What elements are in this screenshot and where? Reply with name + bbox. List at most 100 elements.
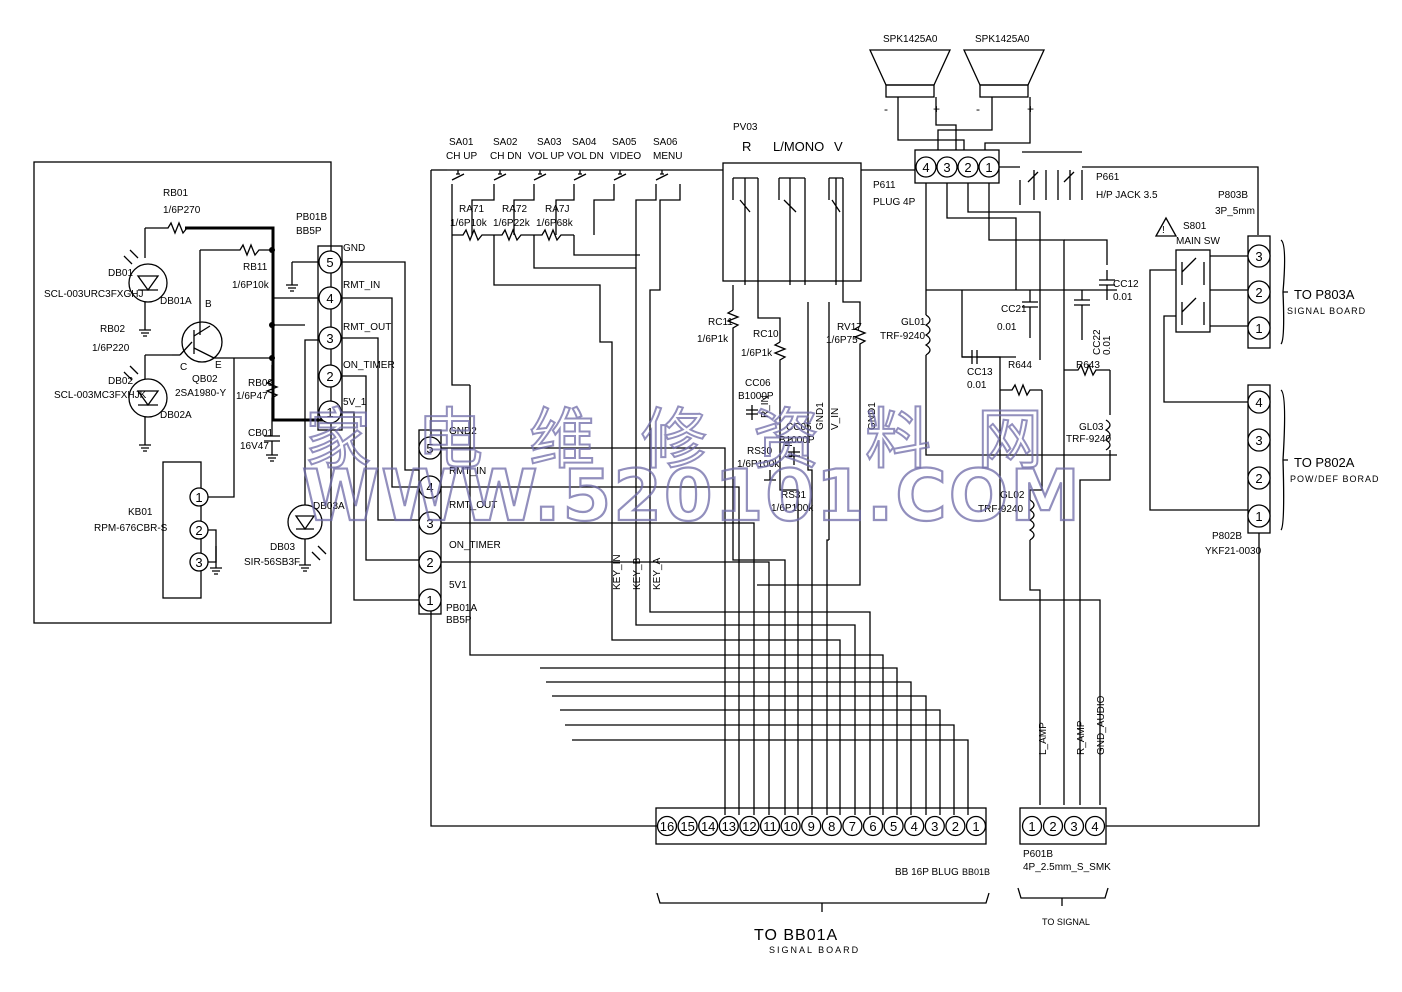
rs31-value: 1/6P100k [771, 503, 814, 514]
pb01b-type: BB5P [296, 226, 322, 237]
av-jack-section: PV03 R L/MONO V RC11 1/6P1k RC10 1/6P1k … [469, 122, 969, 815]
pb01b-sig-5v: 5V_1 [343, 397, 367, 408]
p661-ref: P661 [1096, 172, 1120, 183]
bb01b-ref: BB01B [962, 867, 990, 877]
switch-sa02: SA02 CH DN [490, 137, 522, 181]
speaker-left-magnet [885, 84, 935, 98]
bb01b-pin-16: 16 [660, 819, 674, 834]
pb01a-ref: PB01A [446, 603, 477, 614]
net-gnd-audio: GND_AUDIO [1096, 695, 1107, 755]
bb01b-pin-circle [656, 815, 678, 837]
pb01a-pin-5: 5 [426, 441, 433, 456]
sa04-label: VOL DN [567, 151, 604, 162]
pv03-label-lmono: L/MONO [773, 139, 824, 154]
jack-l-icon [778, 177, 806, 285]
p611-pin-4: 4 [922, 160, 929, 175]
pv03-label-r: R [742, 139, 751, 154]
rc11-value: 1/6P1k [697, 334, 729, 345]
ra71-value: 1/6P10k [450, 218, 488, 229]
cc05-value: B1000P [779, 435, 815, 446]
pv03-jack-body [722, 162, 862, 282]
bb01b-pin-11: 11 [763, 819, 777, 834]
rv17-value: 1/6P75 [826, 335, 858, 346]
p802b-pin-3: 3 [1255, 433, 1262, 448]
db01-light-rays-icon [123, 249, 139, 265]
ra72-ref: RA72 [502, 204, 527, 215]
rb02-value: 1/6P220 [92, 343, 130, 354]
rc11-ref: RC11 [708, 317, 733, 328]
signal-brace [1017, 887, 1109, 899]
bb01b-pin-circle [904, 815, 925, 837]
key-switches: SA01 CH UP SA02 CH DN SA03 VOL UP SA04 V… [446, 137, 871, 815]
qb02-transistor-icon [181, 321, 223, 363]
pb01b-pin-2: 2 [326, 369, 333, 384]
cb01-ref: CB01 [248, 428, 273, 439]
gl03-inductor [1104, 419, 1111, 451]
bb01b-pin-circle [965, 815, 987, 837]
db03-pin: DB03A [313, 501, 345, 512]
sa05-ref: SA05 [612, 137, 637, 148]
db02-pin: DB02A [160, 410, 192, 421]
cc13-ref: CC13 [967, 367, 993, 378]
p661-headphone-jack-icon [1019, 151, 1083, 205]
p601b-type: 4P_2.5mm_S_SMK [1023, 862, 1111, 873]
gl03-value: TRF-9240 [1066, 434, 1111, 445]
switch-sa01: SA01 CH UP [446, 137, 477, 181]
bb01b-pin-5: 5 [890, 819, 897, 834]
p802b-brace [1280, 389, 1288, 531]
qb02-c: C [180, 362, 187, 373]
p802b-pin-4: 4 [1255, 395, 1262, 410]
p601b-pin-circle [1063, 815, 1085, 837]
s801-ref: S801 [1183, 221, 1207, 232]
pb01b-pin-3: 3 [326, 331, 333, 346]
cc21-value: 0.01 [997, 322, 1017, 333]
gl03-ref: GL03 [1079, 422, 1104, 433]
ra73-resistor [534, 228, 574, 242]
p803b-pin-3: 3 [1255, 249, 1262, 264]
rc10-ref: RC10 [753, 329, 779, 340]
pb01b-pin-4: 4 [326, 291, 333, 306]
pb01a-sig-rmt-in: RMT_IN [449, 466, 486, 477]
bb01b-pin-circle [924, 815, 945, 837]
p611-pin-3: 3 [943, 160, 950, 175]
sa06-ref: SA06 [653, 137, 678, 148]
rb09-resistor [265, 365, 279, 425]
sa02-ref: SA02 [493, 137, 518, 148]
sa01-label: CH UP [446, 151, 477, 162]
bb01b-pin-3: 3 [931, 819, 938, 834]
bb01b-pin-circle [698, 815, 719, 837]
bb01b-pin-circle [780, 815, 801, 837]
ground-icon [139, 329, 151, 337]
sa03-label: VOL UP [528, 151, 565, 162]
pb01b-sig-on-timer: ON_TIMER [343, 360, 395, 371]
db02-diode-icon [136, 390, 160, 407]
rc10-value: 1/6P1k [741, 348, 773, 359]
speaker-right-part: SPK1425A0 [975, 34, 1030, 45]
bb01b-pin-9: 9 [808, 819, 815, 834]
switch-icon [451, 170, 465, 181]
left-board-outline [33, 161, 332, 624]
p802b-type: YKF21-0030 [1205, 546, 1262, 557]
db01-pin: DB01A [160, 296, 192, 307]
switch-icon [573, 170, 587, 181]
pb01a-section: 5 4 3 2 1 PB01A BB5P GND2 RMT_IN RMT_OUT… [341, 169, 770, 827]
rb09-value: 1/6P47 [236, 391, 268, 402]
s801-label: MAIN SW [1176, 236, 1220, 247]
net-l-amp: L_AMP [1038, 722, 1049, 755]
cb01-value: 16V47 [240, 441, 269, 452]
sa05-label: VIDEO [610, 151, 641, 162]
bb01b-pin-circle [945, 815, 966, 837]
sa06-label: MENU [653, 151, 682, 162]
speaker-left-part: SPK1425A0 [883, 34, 938, 45]
switch-sa04: SA04 VOL DN [567, 137, 604, 181]
net-key-b: KEY_B [632, 557, 643, 590]
ground-icon [210, 567, 222, 575]
db02-ref: DB02 [108, 376, 133, 387]
p601b-ref: P601B [1023, 849, 1053, 860]
ra73-ref: RA7J [545, 204, 569, 215]
speaker-right-magnet [979, 84, 1029, 98]
p802b-ref: P802B [1212, 531, 1242, 542]
r644-ref: R644 [1008, 360, 1032, 371]
